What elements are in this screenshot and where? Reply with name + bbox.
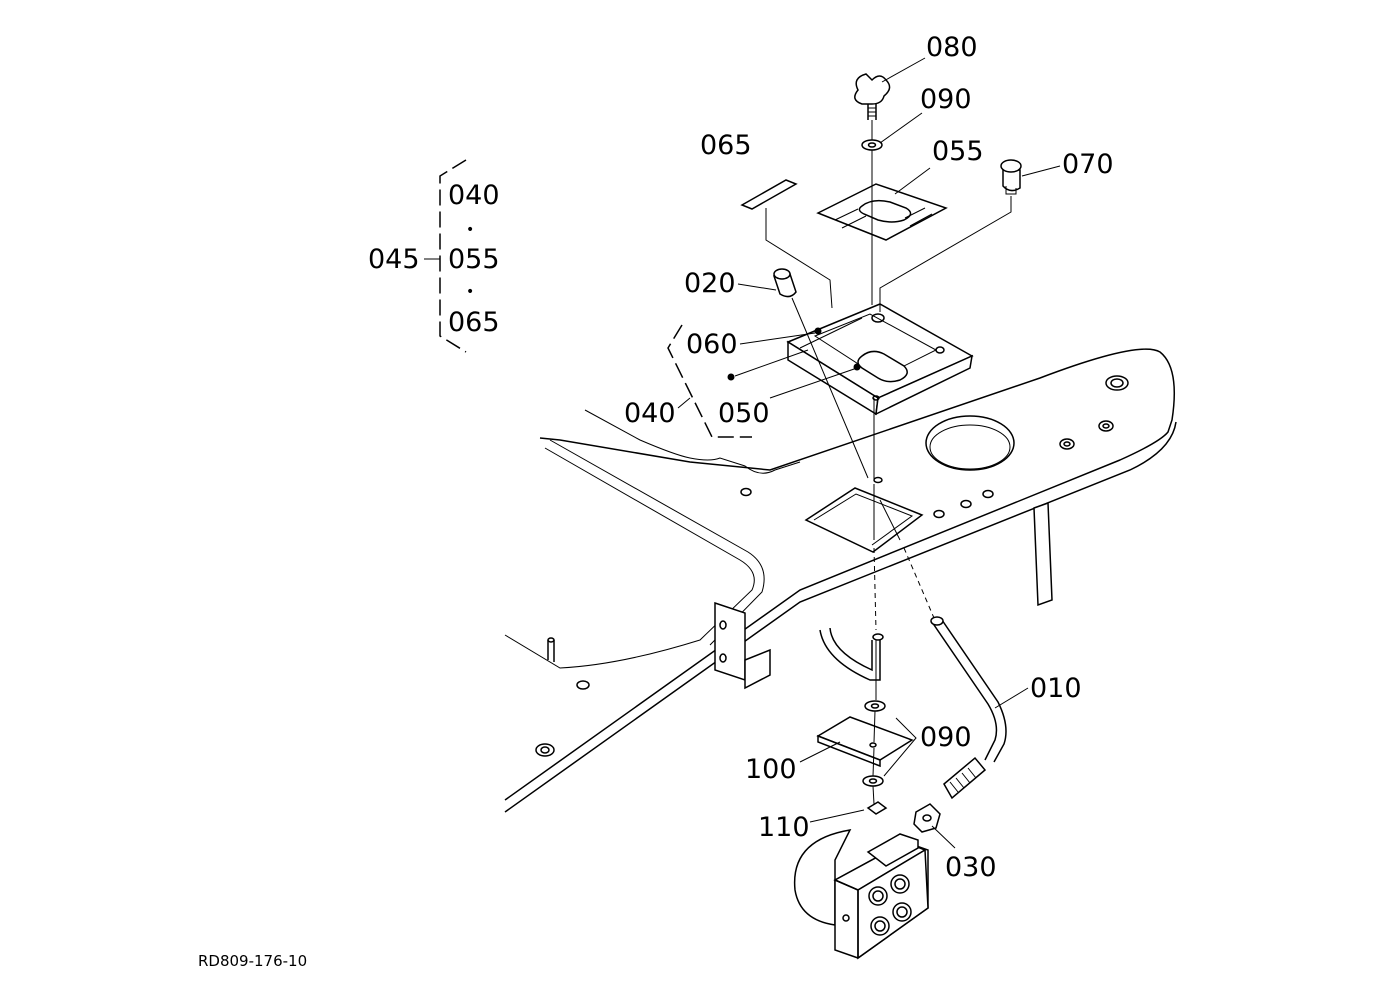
floor-plate bbox=[504, 348, 1177, 813]
plug-070 bbox=[1000, 159, 1022, 195]
pilot-valve bbox=[793, 829, 929, 960]
callout-090-lower: 090 bbox=[920, 722, 972, 753]
kit-separator-2: • bbox=[466, 284, 474, 300]
callout-070: 070 bbox=[1062, 149, 1114, 180]
callout-010: 010 bbox=[1030, 673, 1082, 704]
kit-separator-1: • bbox=[466, 222, 474, 238]
callout-080: 080 bbox=[926, 32, 978, 63]
collar-020 bbox=[772, 268, 797, 298]
decal-065 bbox=[740, 179, 798, 210]
drawing-code: RD809-176-10 bbox=[198, 952, 307, 970]
callout-040: 040 bbox=[624, 398, 676, 429]
decal-055 bbox=[816, 183, 948, 241]
panel-assembly-040 bbox=[727, 303, 974, 416]
fitting-030 bbox=[913, 803, 941, 833]
washer-090-top bbox=[861, 139, 883, 151]
kit-member-040: 040 bbox=[448, 180, 500, 211]
kit-bracket-045 bbox=[424, 159, 467, 353]
callout-060: 060 bbox=[686, 329, 738, 360]
callout-020: 020 bbox=[684, 268, 736, 299]
callout-110: 110 bbox=[758, 812, 810, 843]
plate-100 bbox=[816, 716, 914, 768]
callout-leaders bbox=[667, 57, 1061, 849]
callout-090-top: 090 bbox=[920, 84, 972, 115]
nut-110 bbox=[866, 801, 888, 815]
rod-010 bbox=[930, 616, 1007, 800]
kit-member-055: 055 bbox=[448, 244, 500, 275]
assembly-axis-lines bbox=[765, 120, 1012, 805]
callout-030: 030 bbox=[945, 852, 997, 883]
kit-group-label-045: 045 bbox=[368, 244, 420, 275]
knob-080 bbox=[854, 73, 891, 120]
callout-055: 055 bbox=[932, 136, 984, 167]
callout-050: 050 bbox=[718, 398, 770, 429]
kit-member-065: 065 bbox=[448, 307, 500, 338]
callout-labels: 080 090 065 055 070 020 060 040 050 010 … bbox=[198, 32, 1114, 970]
callout-100: 100 bbox=[745, 754, 797, 785]
callout-065: 065 bbox=[700, 130, 752, 161]
